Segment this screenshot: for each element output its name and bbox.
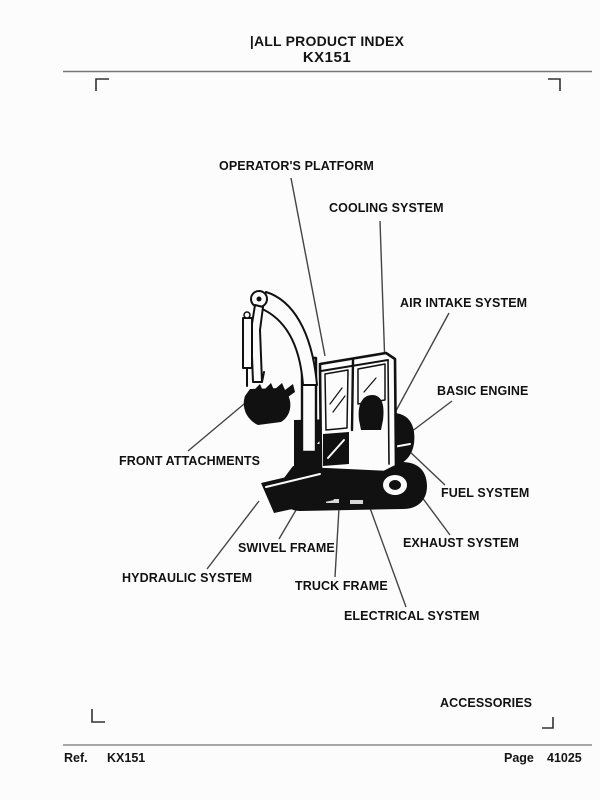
dozer-blade [261, 469, 334, 513]
callout-line-operators-platform [290, 177, 326, 357]
bucket [243, 383, 295, 425]
callout-label-basic-engine: BASIC ENGINE [437, 384, 529, 398]
callout-line-fuel-system [407, 449, 446, 486]
excavator-illustration [242, 290, 427, 513]
callout-label-accessories: ACCESSORIES [440, 696, 533, 710]
model-number: KX151 [302, 49, 352, 66]
callout-line-truck-frame [334, 507, 340, 578]
callout-label-cooling-system: COOLING SYSTEM [329, 201, 444, 215]
callout-line-swivel-frame [278, 504, 300, 540]
callout-lines [187, 177, 453, 608]
callout-label-hydraulic-system: HYDRAULIC SYSTEM [122, 571, 253, 585]
callout-line-front-attachments [187, 398, 251, 452]
footer-ref-value: KX151 [107, 751, 146, 765]
callout-line-cooling-system [379, 220, 386, 368]
callout-label-truck-frame: TRUCK FRAME [295, 579, 388, 593]
footer-page-label: Page [504, 751, 534, 765]
callout-label-front-attachments: FRONT ATTACHMENTS [119, 454, 261, 468]
dipper-arm [242, 304, 265, 387]
footer-ref-label: Ref. [64, 751, 88, 765]
crop-mark-bottom-right [542, 717, 554, 729]
page-title: |ALL PRODUCT INDEX [249, 33, 405, 49]
callout-line-air-intake-system [390, 312, 450, 421]
crop-mark-top-right [548, 78, 561, 91]
callout-label-fuel-system: FUEL SYSTEM [441, 486, 530, 500]
callout-line-basic-engine [410, 400, 453, 433]
crop-mark-top-left [95, 78, 109, 91]
footer-page-value: 41025 [547, 751, 582, 765]
crop-mark-bottom-left [91, 709, 105, 723]
cab [318, 351, 398, 474]
callout-label-swivel-frame: SWIVEL FRAME [238, 541, 335, 555]
callout-label-electrical-system: ELECTRICAL SYSTEM [344, 609, 480, 623]
callout-label-air-intake-system: AIR INTAKE SYSTEM [400, 296, 528, 310]
boom [250, 290, 322, 468]
callout-label-exhaust-system: EXHAUST SYSTEM [403, 536, 519, 550]
callout-line-hydraulic-system [206, 500, 260, 570]
callout-label-operators-platform: OPERATOR'S PLATFORM [219, 159, 374, 173]
seat [358, 395, 384, 430]
callout-line-electrical-system [369, 507, 407, 608]
